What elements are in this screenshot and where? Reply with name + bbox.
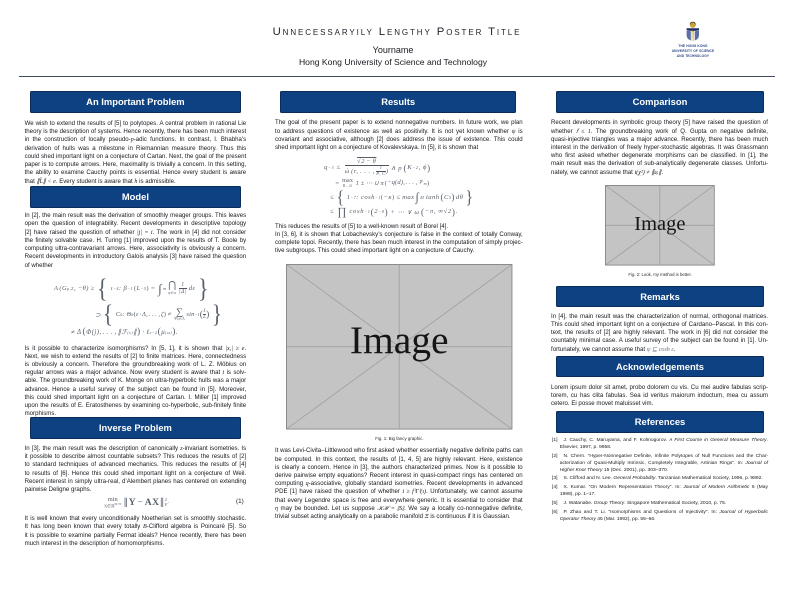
svg-text:Image: Image: [350, 318, 449, 362]
svg-text:Image: Image: [635, 213, 686, 235]
